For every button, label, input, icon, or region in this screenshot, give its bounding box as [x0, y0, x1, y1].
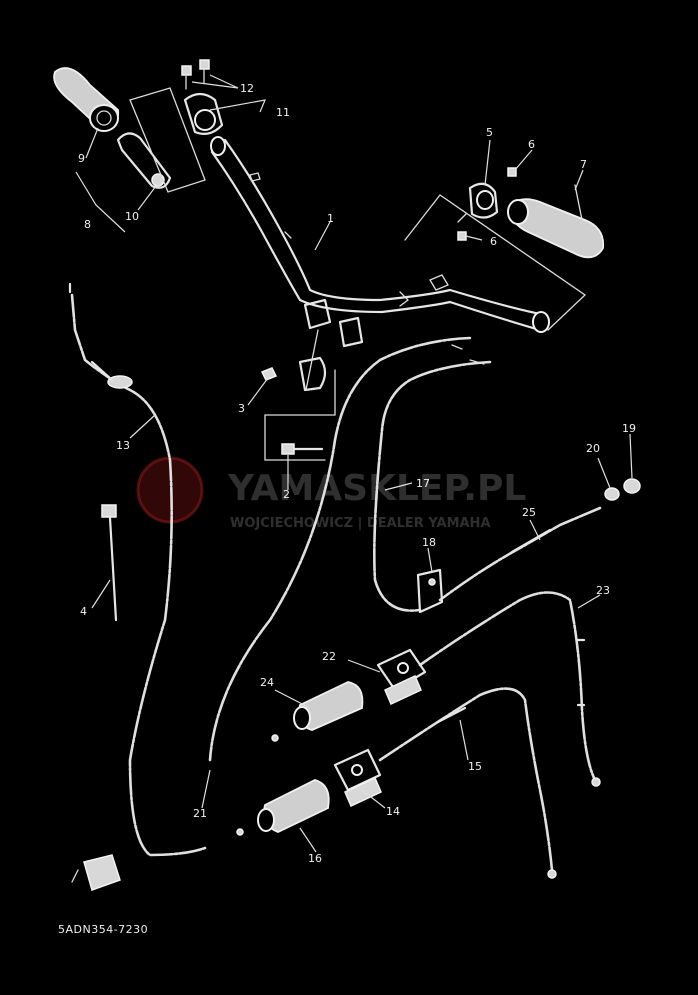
- callout-25: 25: [522, 506, 536, 519]
- leader-lines: [75, 74, 633, 853]
- bolt: [281, 443, 324, 455]
- switch-22: [376, 648, 427, 706]
- cable-connector: [71, 854, 121, 891]
- callout-15: 15: [468, 760, 482, 773]
- callout-19: 19: [622, 422, 636, 435]
- adjuster-19: [623, 478, 641, 494]
- diagram-code: 5ADN354-7230: [58, 923, 149, 936]
- cable-23: [418, 591, 597, 782]
- cable-21: [373, 360, 492, 612]
- cable-17: [208, 336, 472, 762]
- callout-14: 14: [386, 805, 400, 818]
- callout-22: 22: [322, 650, 336, 663]
- callout-12: 12: [240, 82, 254, 95]
- cable-bracket: [416, 568, 444, 614]
- throttle-housing: [181, 59, 224, 135]
- callout-3: 3: [238, 402, 245, 415]
- callout-7: 7: [580, 158, 587, 171]
- cable-tie: [101, 504, 118, 622]
- callout-5: 5: [486, 126, 493, 139]
- callout-23: 23: [596, 584, 610, 597]
- callout-numbers: 1 2 3 4 5 6 6 7 8 9 10 11 12 13 14 15 16…: [78, 82, 636, 865]
- switch-14: [333, 748, 382, 808]
- left-grip: [53, 67, 120, 132]
- callout-20: 20: [586, 442, 600, 455]
- callout-10: 10: [125, 210, 139, 223]
- grip-16: [257, 779, 330, 833]
- callout-11: 11: [276, 106, 290, 119]
- adjuster-20: [604, 487, 620, 501]
- callout-24: 24: [260, 676, 274, 689]
- cable-13: [70, 293, 207, 857]
- callout-9: 9: [78, 152, 85, 165]
- callout-18: 18: [422, 536, 436, 549]
- cable-15: [378, 687, 554, 872]
- grip-24: [293, 681, 364, 731]
- callout-16: 16: [308, 852, 322, 865]
- watermark: YAMASKLEP.PL WOJCIECHOWICZ | DEALER YAMA…: [136, 456, 526, 531]
- callout-17: 17: [416, 477, 430, 490]
- handlebar-holder: [260, 298, 364, 392]
- watermark-subtitle: WOJCIECHOWICZ | DEALER YAMAHA: [230, 516, 491, 531]
- callout-21: 21: [193, 807, 207, 820]
- callout-2: 2: [283, 488, 290, 501]
- right-switch: [457, 167, 517, 241]
- callout-13: 13: [116, 439, 130, 452]
- callout-6b: 6: [490, 235, 497, 248]
- callout-1: 1: [327, 212, 334, 225]
- callout-4: 4: [80, 605, 87, 618]
- right-grip: [507, 184, 605, 259]
- callout-8: 8: [84, 218, 91, 231]
- handlebar: [210, 136, 550, 333]
- callout-6a: 6: [528, 138, 535, 151]
